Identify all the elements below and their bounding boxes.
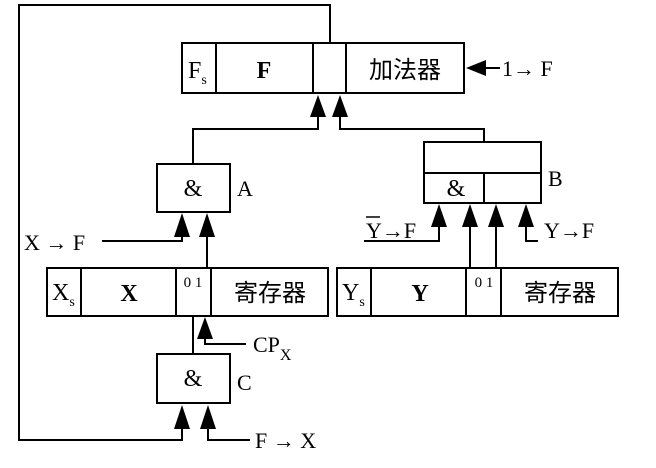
gate-b: & B <box>423 141 563 204</box>
arrowheads <box>174 95 534 429</box>
wires <box>18 4 538 441</box>
gate-b-symbol: & <box>447 176 466 202</box>
svg-text:Y→F: Y→F <box>366 218 416 243</box>
y-register-bits: 0 1 <box>475 275 494 291</box>
one-to-f-label: 1→ F <box>502 56 553 81</box>
ybar-to-f-label: Y→F <box>366 216 416 243</box>
gate-a-label: A <box>237 176 253 201</box>
adder-f-register: Fs F 加法器 <box>181 42 465 94</box>
f-to-x-label: F → X <box>255 428 316 453</box>
gate-a: & A <box>156 163 253 213</box>
x-register-bits: 0 1 <box>184 275 203 291</box>
gate-c-label: C <box>237 370 252 395</box>
one-to-f-signal: 1→ F <box>466 56 553 81</box>
x-register-label: 寄存器 <box>234 280 306 307</box>
adder-sign-label: Fs <box>188 58 207 88</box>
y-to-f-label: Y→F <box>544 218 594 243</box>
y-sign-label: Ys <box>342 280 365 310</box>
x-to-f-label: X → F <box>24 230 85 255</box>
x-sign-label: Xs <box>52 280 75 310</box>
gate-b-label: B <box>548 166 563 191</box>
gate-a-symbol: & <box>184 176 203 202</box>
y-register-name: Y <box>411 281 428 307</box>
y-register: Ys Y 0 1 寄存器 <box>336 267 619 317</box>
gate-c-symbol: & <box>184 366 203 392</box>
adder-register-name: F <box>257 58 272 84</box>
gate-c: & C <box>156 353 252 404</box>
x-register-name: X <box>120 281 138 307</box>
x-register: Xs X 0 1 寄存器 <box>46 267 329 317</box>
y-register-label: 寄存器 <box>524 280 596 307</box>
cpx-label: CPX <box>253 332 292 364</box>
adder-label: 加法器 <box>369 57 441 84</box>
